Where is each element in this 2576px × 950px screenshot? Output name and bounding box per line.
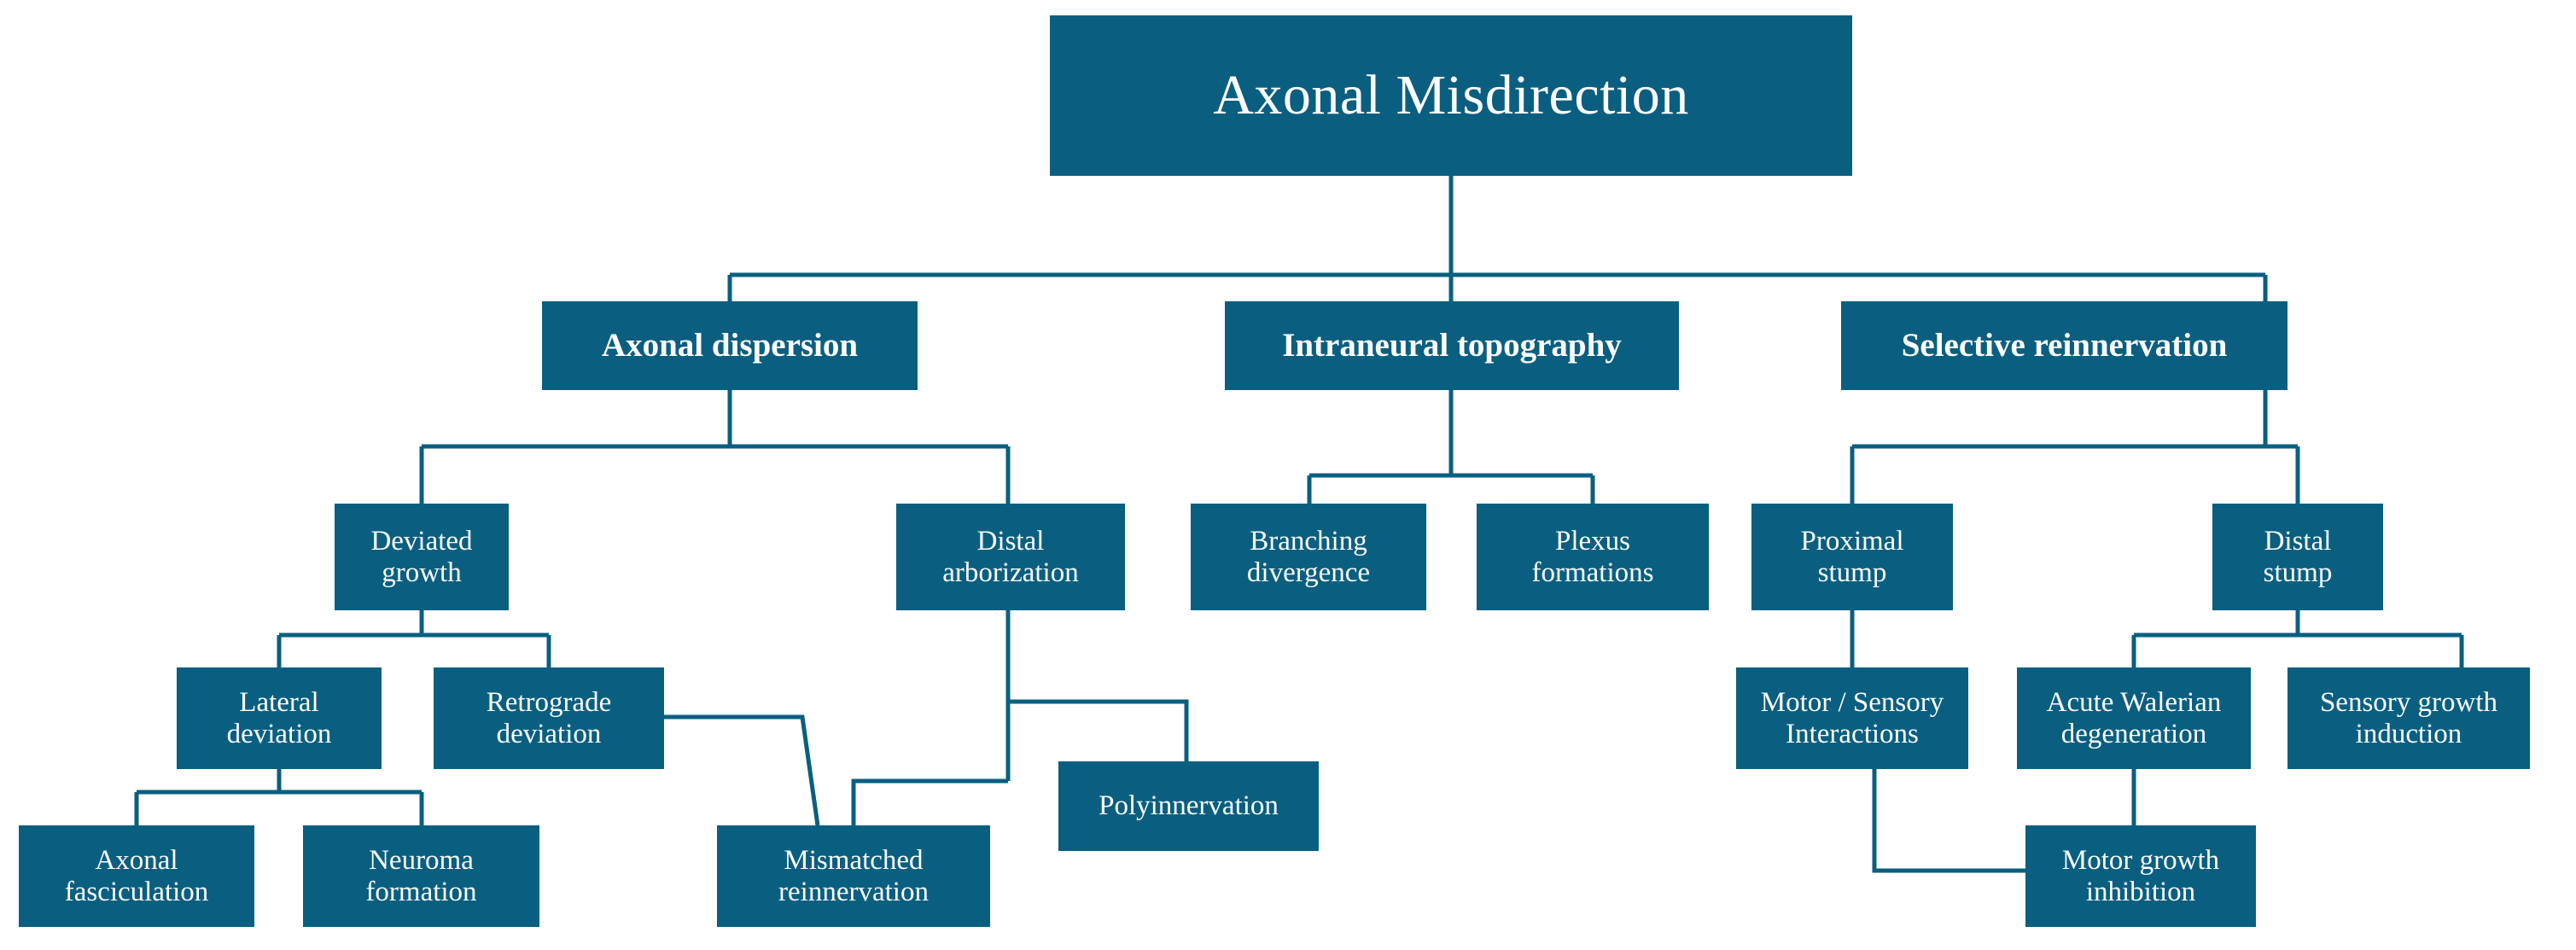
node-label: Retrograde deviation — [486, 686, 612, 749]
node-label: Proximal stump — [1800, 525, 1904, 588]
node-label: Sensory growth induction — [2319, 686, 2498, 749]
node-selective-reinnervation[interactable]: Selective reinnervation — [1841, 301, 2288, 390]
node-acute-walerian-degeneration[interactable]: Acute Walerian degeneration — [2017, 667, 2251, 769]
node-label: Intraneural topography — [1282, 327, 1622, 364]
node-axonal-dispersion[interactable]: Axonal dispersion — [542, 301, 918, 390]
wire-to-mismatched-reinnervation — [851, 778, 1008, 825]
node-label: Motor growth inhibition — [2061, 844, 2220, 907]
node-polyinnervation[interactable]: Polyinnervation — [1058, 761, 1319, 851]
wire-to-polyinnervation — [1008, 699, 1189, 761]
node-label: Polyinnervation — [1099, 790, 1279, 822]
node-motor-sensory-interactions[interactable]: Motor / Sensory Interactions — [1736, 667, 1968, 769]
node-label: Acute Walerian degeneration — [2046, 686, 2222, 749]
node-label: Axonal fasciculation — [64, 844, 209, 907]
node-distal-arborization[interactable]: Distal arborization — [896, 504, 1125, 610]
node-proximal-stump[interactable]: Proximal stump — [1751, 504, 1953, 610]
node-label: Mismatched reinnervation — [778, 844, 929, 907]
node-deviated-growth[interactable]: Deviated growth — [335, 504, 509, 610]
node-retrograde-deviation[interactable]: Retrograde deviation — [434, 667, 664, 769]
node-label: Neuroma formation — [365, 844, 477, 907]
node-motor-growth-inhibition[interactable]: Motor growth inhibition — [2025, 825, 2256, 927]
node-lateral-deviation[interactable]: Lateral deviation — [177, 667, 382, 769]
node-intraneural-topography[interactable]: Intraneural topography — [1225, 301, 1679, 390]
node-label: Axonal Misdirection — [1213, 64, 1689, 127]
node-label: Branching divergence — [1246, 525, 1371, 588]
node-label: Plexus formations — [1531, 525, 1654, 588]
node-label: Deviated growth — [370, 525, 473, 588]
node-label: Axonal dispersion — [601, 327, 859, 364]
node-label: Selective reinnervation — [1901, 327, 2228, 364]
wire-motor-sensory-to-inhibition — [1872, 769, 2031, 873]
node-label: Motor / Sensory Interactions — [1760, 686, 1944, 749]
node-neuroma-formation[interactable]: Neuroma formation — [303, 825, 539, 927]
node-branching-divergence[interactable]: Branching divergence — [1191, 504, 1426, 610]
node-distal-stump[interactable]: Distal stump — [2212, 504, 2383, 610]
node-mismatched-reinnervation[interactable]: Mismatched reinnervation — [717, 825, 990, 927]
node-plexus-formations[interactable]: Plexus formations — [1477, 504, 1709, 610]
node-axonal-fasciculation[interactable]: Axonal fasciculation — [19, 825, 254, 927]
wire-retrograde-to-mismatched — [664, 714, 820, 826]
node-label: Lateral deviation — [226, 686, 332, 749]
node-axonal-misdirection[interactable]: Axonal Misdirection — [1050, 15, 1852, 176]
node-label: Distal arborization — [942, 525, 1079, 588]
node-sensory-growth-induction[interactable]: Sensory growth induction — [2288, 667, 2530, 769]
node-label: Distal stump — [2263, 525, 2333, 588]
